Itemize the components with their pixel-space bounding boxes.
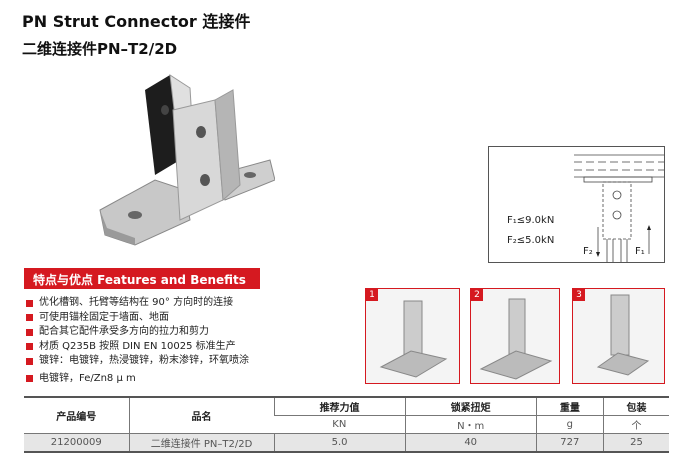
cell-name: 二维连接件 PN–T2/2D <box>128 432 274 453</box>
feature-item: 材质 Q235B 按照 DIN EN 10025 标准生产 <box>26 340 249 355</box>
header-pack: 包装 <box>602 396 669 416</box>
unit-torque: N・m <box>404 415 537 433</box>
application-photo-3: 3 <box>572 288 665 384</box>
feature-item: 镀锌：电镀锌，热浸镀锌，粉末渗锌，环氧喷涂 <box>26 354 249 369</box>
product-image <box>99 73 275 246</box>
f2-label: F₂ <box>583 246 593 257</box>
bullet-icon <box>26 328 33 336</box>
bullet-icon <box>26 343 33 351</box>
cell-torque: 40 <box>404 432 537 453</box>
cell-weight: 727 <box>535 432 604 453</box>
feature-text: 配合其它配件承受多方向的拉力和剪力 <box>39 326 209 338</box>
features-heading: 特点与优点 Features and Benefits <box>24 268 260 289</box>
f1-label: F₁ <box>635 246 645 257</box>
page-subtitle: 二维连接件PN–T2/2D <box>22 40 178 58</box>
bullet-icon <box>26 314 33 322</box>
unit-pack: 个 <box>602 415 669 433</box>
bullet-icon <box>26 357 33 365</box>
application-photo-1: 1 <box>365 288 460 384</box>
application-photo-2: 2 <box>470 288 560 384</box>
product-table: 产品编号 品名 推荐力值 锁紧扭矩 重量 包装 KN N・m g 个 21200… <box>24 396 669 453</box>
header-name: 品名 <box>128 396 274 433</box>
table-row: 21200009 二维连接件 PN–T2/2D 5.0 40 727 25 <box>24 432 669 453</box>
header-code: 产品编号 <box>24 396 129 433</box>
feature-text: 电镀锌，Fe/Zn8 μ m <box>39 372 136 384</box>
photo-number: 3 <box>573 289 585 301</box>
cell-pack: 25 <box>602 432 669 453</box>
page-title: PN Strut Connector 连接件 <box>22 12 251 31</box>
feature-text: 镀锌：电镀锌，热浸镀锌，粉末渗锌，环氧喷涂 <box>39 355 249 367</box>
load-diagram: F₁≤9.0kN F₂≤5.0kN F₂ F₁ <box>488 146 665 263</box>
cell-force: 5.0 <box>273 432 406 453</box>
photo-number: 1 <box>366 289 378 301</box>
unit-force: KN <box>332 418 347 430</box>
feature-item: 配合其它配件承受多方向的拉力和剪力 <box>26 325 249 340</box>
bullet-icon <box>26 299 33 307</box>
header-torque: 锁紧扭矩 <box>404 396 537 416</box>
features-list: 优化槽钢、托臂等结构在 90° 方向时的连接 可使用锚栓固定于墙面、地面 配合其… <box>26 296 249 386</box>
photo-number: 2 <box>471 289 483 301</box>
cell-code: 21200009 <box>24 432 129 453</box>
feature-item: 电镀锌，Fe/Zn8 μ m <box>26 372 249 387</box>
feature-text: 优化槽钢、托臂等结构在 90° 方向时的连接 <box>39 297 234 309</box>
header-force: 推荐力值 <box>273 396 406 416</box>
feature-text: 可使用锚栓固定于墙面、地面 <box>39 311 169 323</box>
feature-text: 材质 Q235B 按照 DIN EN 10025 标准生产 <box>39 340 236 352</box>
f2-limit: F₂≤5.0kN <box>507 235 555 246</box>
f1-limit: F₁≤9.0kN <box>507 215 555 226</box>
feature-item: 优化槽钢、托臂等结构在 90° 方向时的连接 <box>26 296 249 311</box>
bullet-icon <box>26 375 33 383</box>
header-weight: 重量 <box>535 396 604 416</box>
unit-weight: g <box>535 415 604 433</box>
feature-item: 可使用锚栓固定于墙面、地面 <box>26 311 249 326</box>
